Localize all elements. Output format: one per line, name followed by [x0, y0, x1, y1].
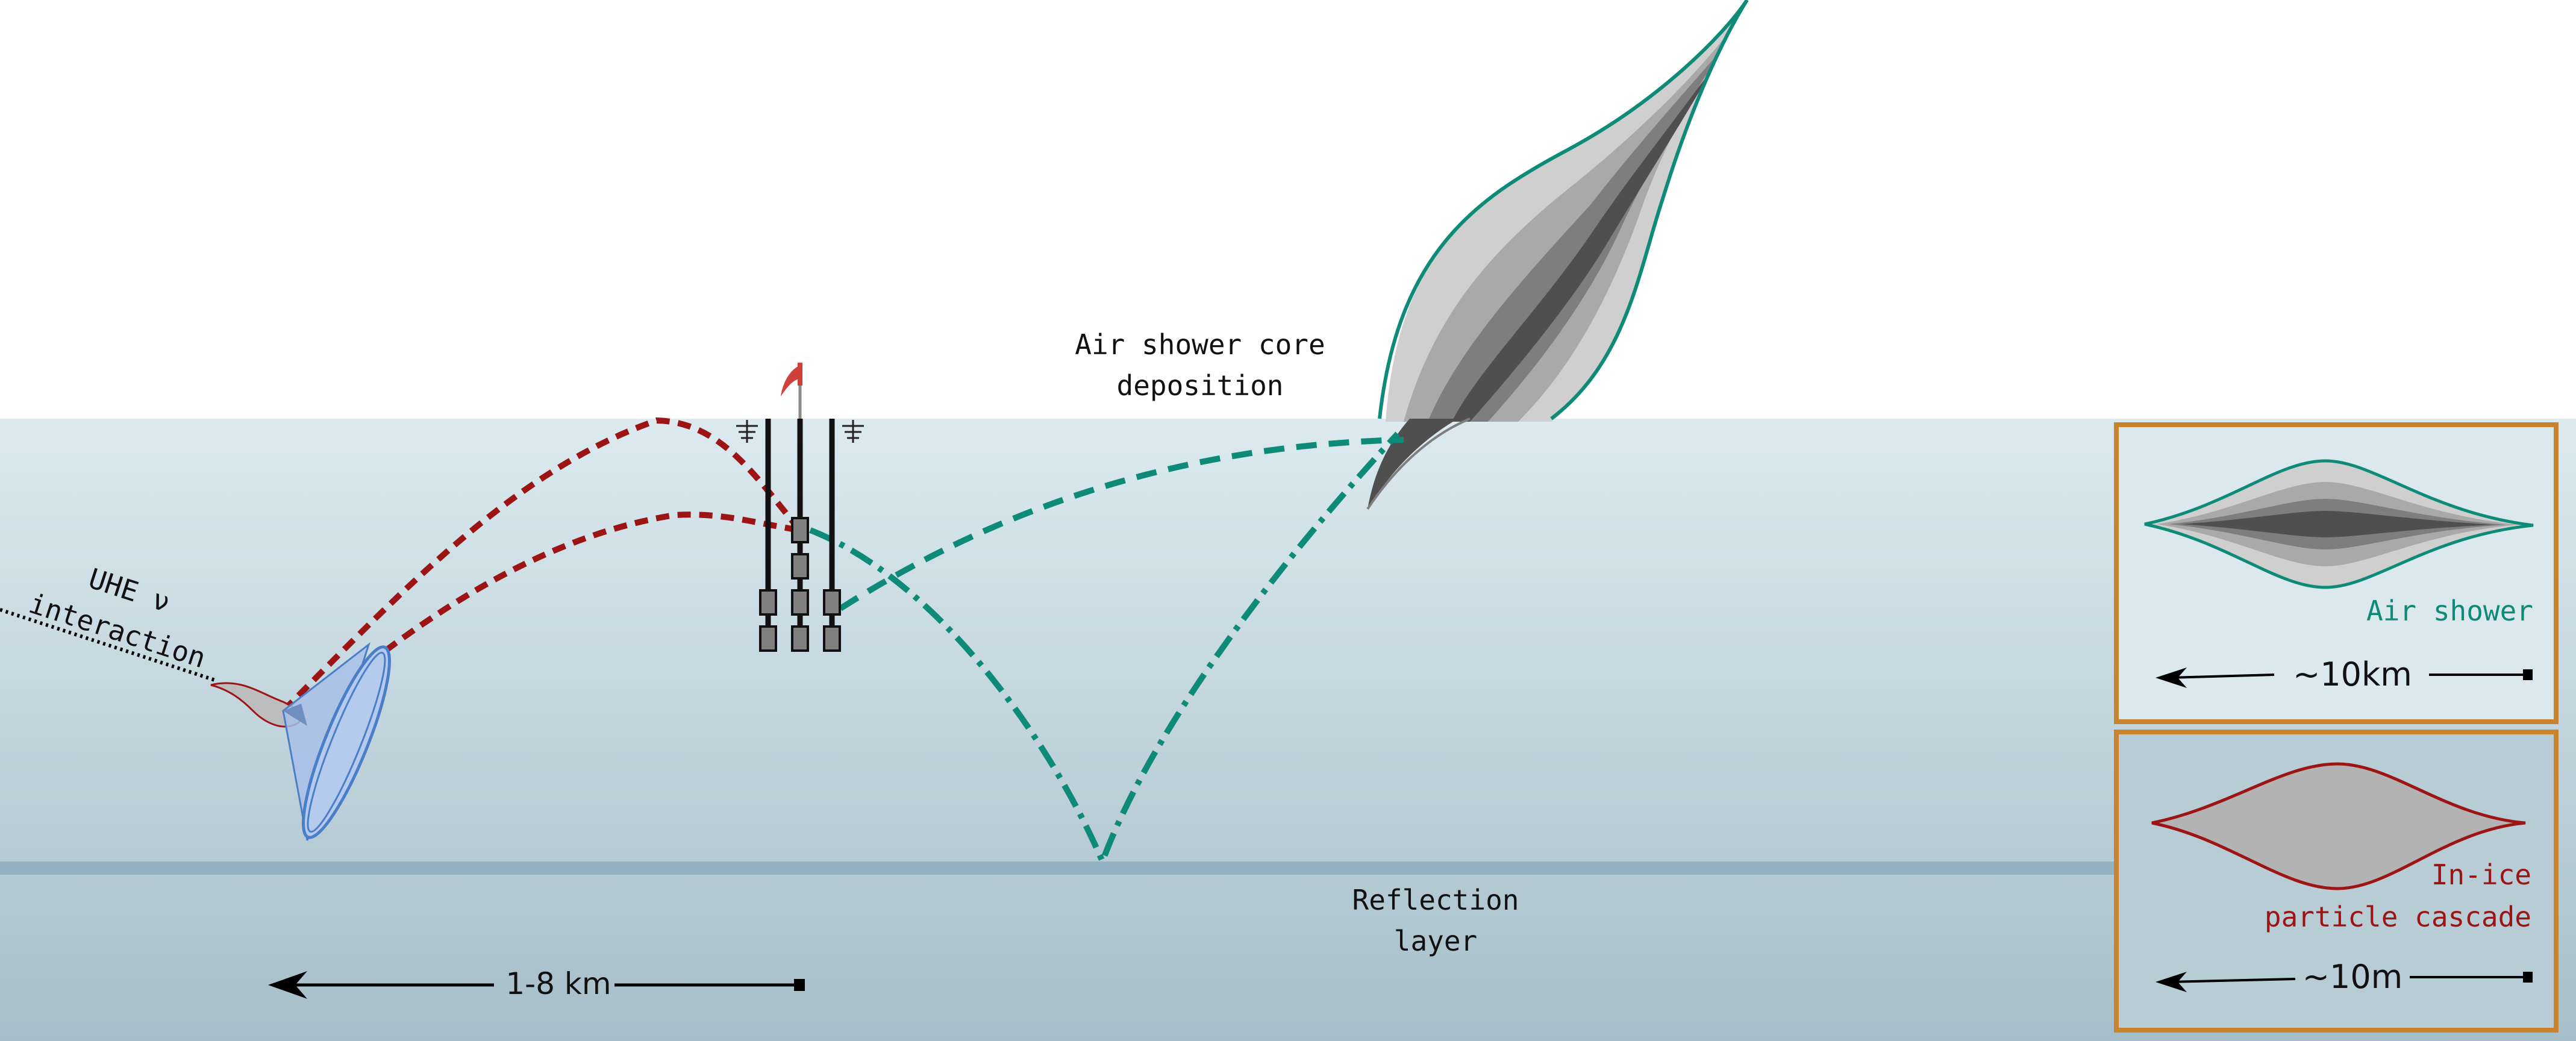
cherenkov-cone: [282, 642, 391, 841]
reflection-label-line2: layer: [1394, 925, 1477, 957]
in-ice-ray-paths: [281, 417, 802, 713]
distance-label: 1-8 km: [505, 966, 611, 1001]
inset-cascade-shape: [2151, 762, 2526, 890]
air-shower-core-label-line2: deposition: [1117, 369, 1284, 402]
inset-air-scale: ~10km: [2293, 655, 2412, 693]
air-shower-reflected-path: [809, 431, 1400, 870]
inset-cascade-scale: ~10m: [2302, 958, 2403, 996]
distance-arrow: [268, 971, 805, 999]
reflection-layer-band: [0, 861, 2115, 875]
inset-air-label: Air shower: [2366, 595, 2533, 627]
inset-air-scale-arrow: [2156, 667, 2533, 688]
air-shower-large: [1366, 0, 1749, 510]
reflection-label-line1: Reflection: [1352, 884, 1519, 916]
air-shower-direct-path: [839, 437, 1404, 611]
inset-cascade-scale-arrow: [2156, 972, 2533, 992]
neutrino-trajectory: [0, 608, 217, 683]
detector-station: [736, 363, 864, 652]
inset-cascade-label-line1: In-ice: [2431, 858, 2531, 891]
inset-air-shower: [2144, 459, 2534, 589]
inset-cascade-label-line2: particle cascade: [2265, 901, 2531, 933]
air-shower-core-label-line1: Air shower core: [1075, 328, 1325, 361]
